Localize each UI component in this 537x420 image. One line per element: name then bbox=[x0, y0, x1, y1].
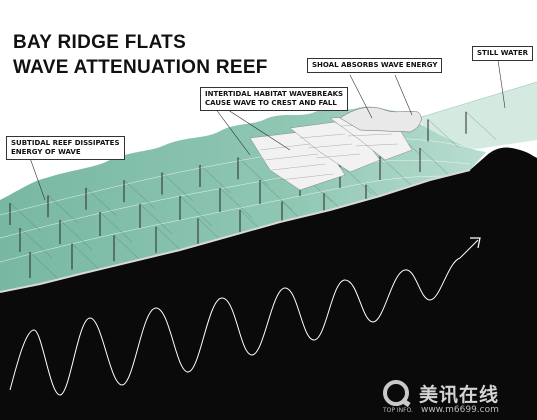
callout-shoal-line-1: SHOAL ABSORBS WAVE ENERGY bbox=[312, 61, 438, 69]
reef-mesh-line bbox=[379, 155, 413, 187]
reef-mesh-line bbox=[9, 202, 41, 232]
callout-subtidal-line-2: ENERGY OF WAVE bbox=[11, 148, 81, 156]
q-logo-icon bbox=[383, 380, 409, 406]
seabed-rim bbox=[0, 169, 471, 293]
wavebreak-bands bbox=[249, 115, 413, 191]
reef-mesh-line bbox=[161, 172, 193, 201]
reef-mesh-line bbox=[427, 119, 459, 148]
still-water-plane bbox=[418, 82, 537, 150]
watermark-url: www.m6699.com bbox=[421, 405, 499, 415]
reef-mesh-line bbox=[219, 187, 253, 219]
reef-mesh-line bbox=[419, 147, 453, 179]
reef-mesh-line bbox=[465, 111, 497, 140]
reef-mesh-line bbox=[85, 187, 117, 216]
reef-mesh-line bbox=[59, 219, 93, 251]
seabed bbox=[0, 147, 537, 420]
title-line-1: BAY RIDGE FLATS bbox=[13, 32, 187, 53]
title-line-2: WAVE ATTENUATION REEF bbox=[13, 57, 268, 78]
reef-mesh-line bbox=[47, 195, 79, 224]
reef-mesh-line bbox=[19, 227, 53, 259]
reef-mesh-line bbox=[123, 180, 155, 209]
diagram-title: BAY RIDGE FLATS WAVE ATTENUATION REEF bbox=[13, 30, 268, 80]
arrow-right-icon bbox=[470, 237, 481, 249]
reef-mesh-line bbox=[179, 195, 213, 227]
callout-subtidal-reef: SUBTIDAL REEF DISSIPATES ENERGY OF WAVE bbox=[6, 136, 125, 160]
shoal-mound bbox=[339, 107, 422, 133]
watermark: 美讯在线 TOP INFO. www.m6699.com bbox=[383, 378, 531, 416]
callout-intertidal-habitat: INTERTIDAL HABITAT WAVEBREAKS CAUSE WAVE… bbox=[200, 87, 349, 111]
callout-intertidal-line-1: INTERTIDAL HABITAT WAVEBREAKS bbox=[205, 90, 344, 98]
callout-still-water: STILL WATER bbox=[472, 46, 534, 61]
callout-still-line-1: STILL WATER bbox=[477, 49, 529, 57]
reef-mesh-line bbox=[99, 211, 133, 243]
reef-mesh-line bbox=[259, 179, 293, 211]
reef-mesh-line bbox=[199, 164, 231, 194]
reef-mesh-line bbox=[237, 157, 269, 186]
watermark-sub: TOP INFO. bbox=[383, 407, 414, 414]
callout-leaders bbox=[29, 59, 506, 201]
reef-mesh-line bbox=[139, 203, 173, 235]
watermark-brand: 美讯在线 bbox=[419, 384, 500, 406]
callout-intertidal-line-2: CAUSE WAVE TO CREST AND FALL bbox=[205, 99, 337, 107]
still-water-edge bbox=[417, 81, 537, 119]
callout-subtidal-line-1: SUBTIDAL REEF DISSIPATES bbox=[11, 139, 120, 147]
callout-shoal: SHOAL ABSORBS WAVE ENERGY bbox=[307, 58, 443, 73]
wave-energy-line bbox=[9, 239, 479, 396]
